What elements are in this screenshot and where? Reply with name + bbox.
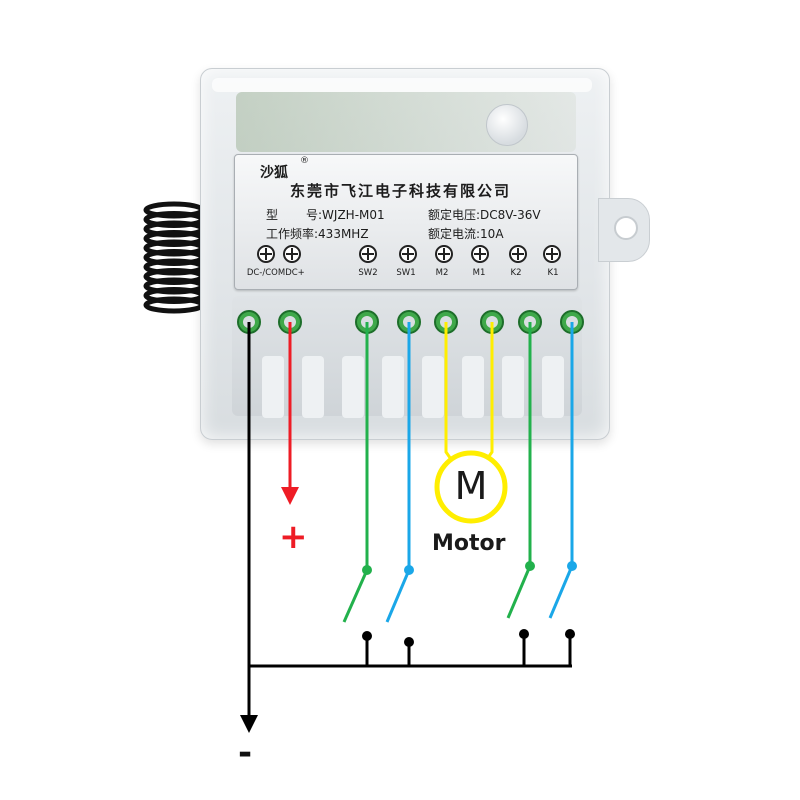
label-screw-icon <box>257 245 275 263</box>
model-value: 号:WJZH-M01 <box>306 208 385 222</box>
positive-sign: + <box>279 517 308 557</box>
contact-k1 <box>565 629 575 639</box>
terminal-label-dc-plus: DC+ <box>285 268 305 278</box>
motor-icon <box>434 450 508 524</box>
mounting-hole-icon <box>614 216 638 240</box>
terminal-fin <box>342 356 364 418</box>
operating-frequency: 工作频率:433MHZ <box>266 227 369 241</box>
terminal-label-dc-com: DC-/COM <box>246 268 286 278</box>
label-screw-icon <box>283 245 301 263</box>
label-screw-icon <box>435 245 453 263</box>
label-screw-icon <box>399 245 417 263</box>
terminal-fin <box>502 356 524 418</box>
rated-current: 额定电流:10A <box>428 227 504 241</box>
label-screw-icon <box>471 245 489 263</box>
switch-sw1-lever <box>385 569 411 623</box>
label-screw-icon <box>543 245 561 263</box>
model-key: 型 <box>266 208 279 222</box>
terminal-label-k2: K2 <box>510 268 522 278</box>
switch-k1-lever <box>548 565 574 619</box>
terminal-fin <box>462 356 484 418</box>
label-screw-icon <box>509 245 527 263</box>
terminal-label-sw2: SW2 <box>358 268 378 278</box>
negative-sign: - <box>238 733 253 773</box>
motor-symbol: M <box>454 464 488 508</box>
terminal-fin <box>382 356 404 418</box>
indicator-dome <box>486 104 528 146</box>
terminal-fin <box>422 356 444 418</box>
wire-m2 <box>444 322 455 463</box>
enclosure-lid-ridge <box>212 78 592 92</box>
contact-k2 <box>519 629 529 639</box>
module-label <box>234 154 578 290</box>
rated-voltage: 额定电压:DC8V-36V <box>428 208 541 222</box>
label-screw-icon <box>359 245 377 263</box>
contact-sw2 <box>362 631 372 641</box>
contact-sw1 <box>404 637 414 647</box>
terminal-fin <box>302 356 324 418</box>
registered-mark: ® <box>300 156 309 166</box>
terminal-label-k1: K1 <box>547 268 559 278</box>
terminal-fin <box>542 356 564 418</box>
motor-label: Motor <box>432 531 506 556</box>
terminal-label-m1: M1 <box>472 268 486 278</box>
terminal-label-sw1: SW1 <box>396 268 416 278</box>
terminal-label-m2: M2 <box>435 268 449 278</box>
company-name: 东莞市飞江电子科技有限公司 <box>290 182 512 200</box>
wire-m1 <box>483 322 494 463</box>
brand-name: 沙狐 <box>260 165 288 181</box>
switch-k2-lever <box>506 565 532 619</box>
switch-sw2-lever <box>342 569 369 623</box>
terminal-fin <box>262 356 284 418</box>
